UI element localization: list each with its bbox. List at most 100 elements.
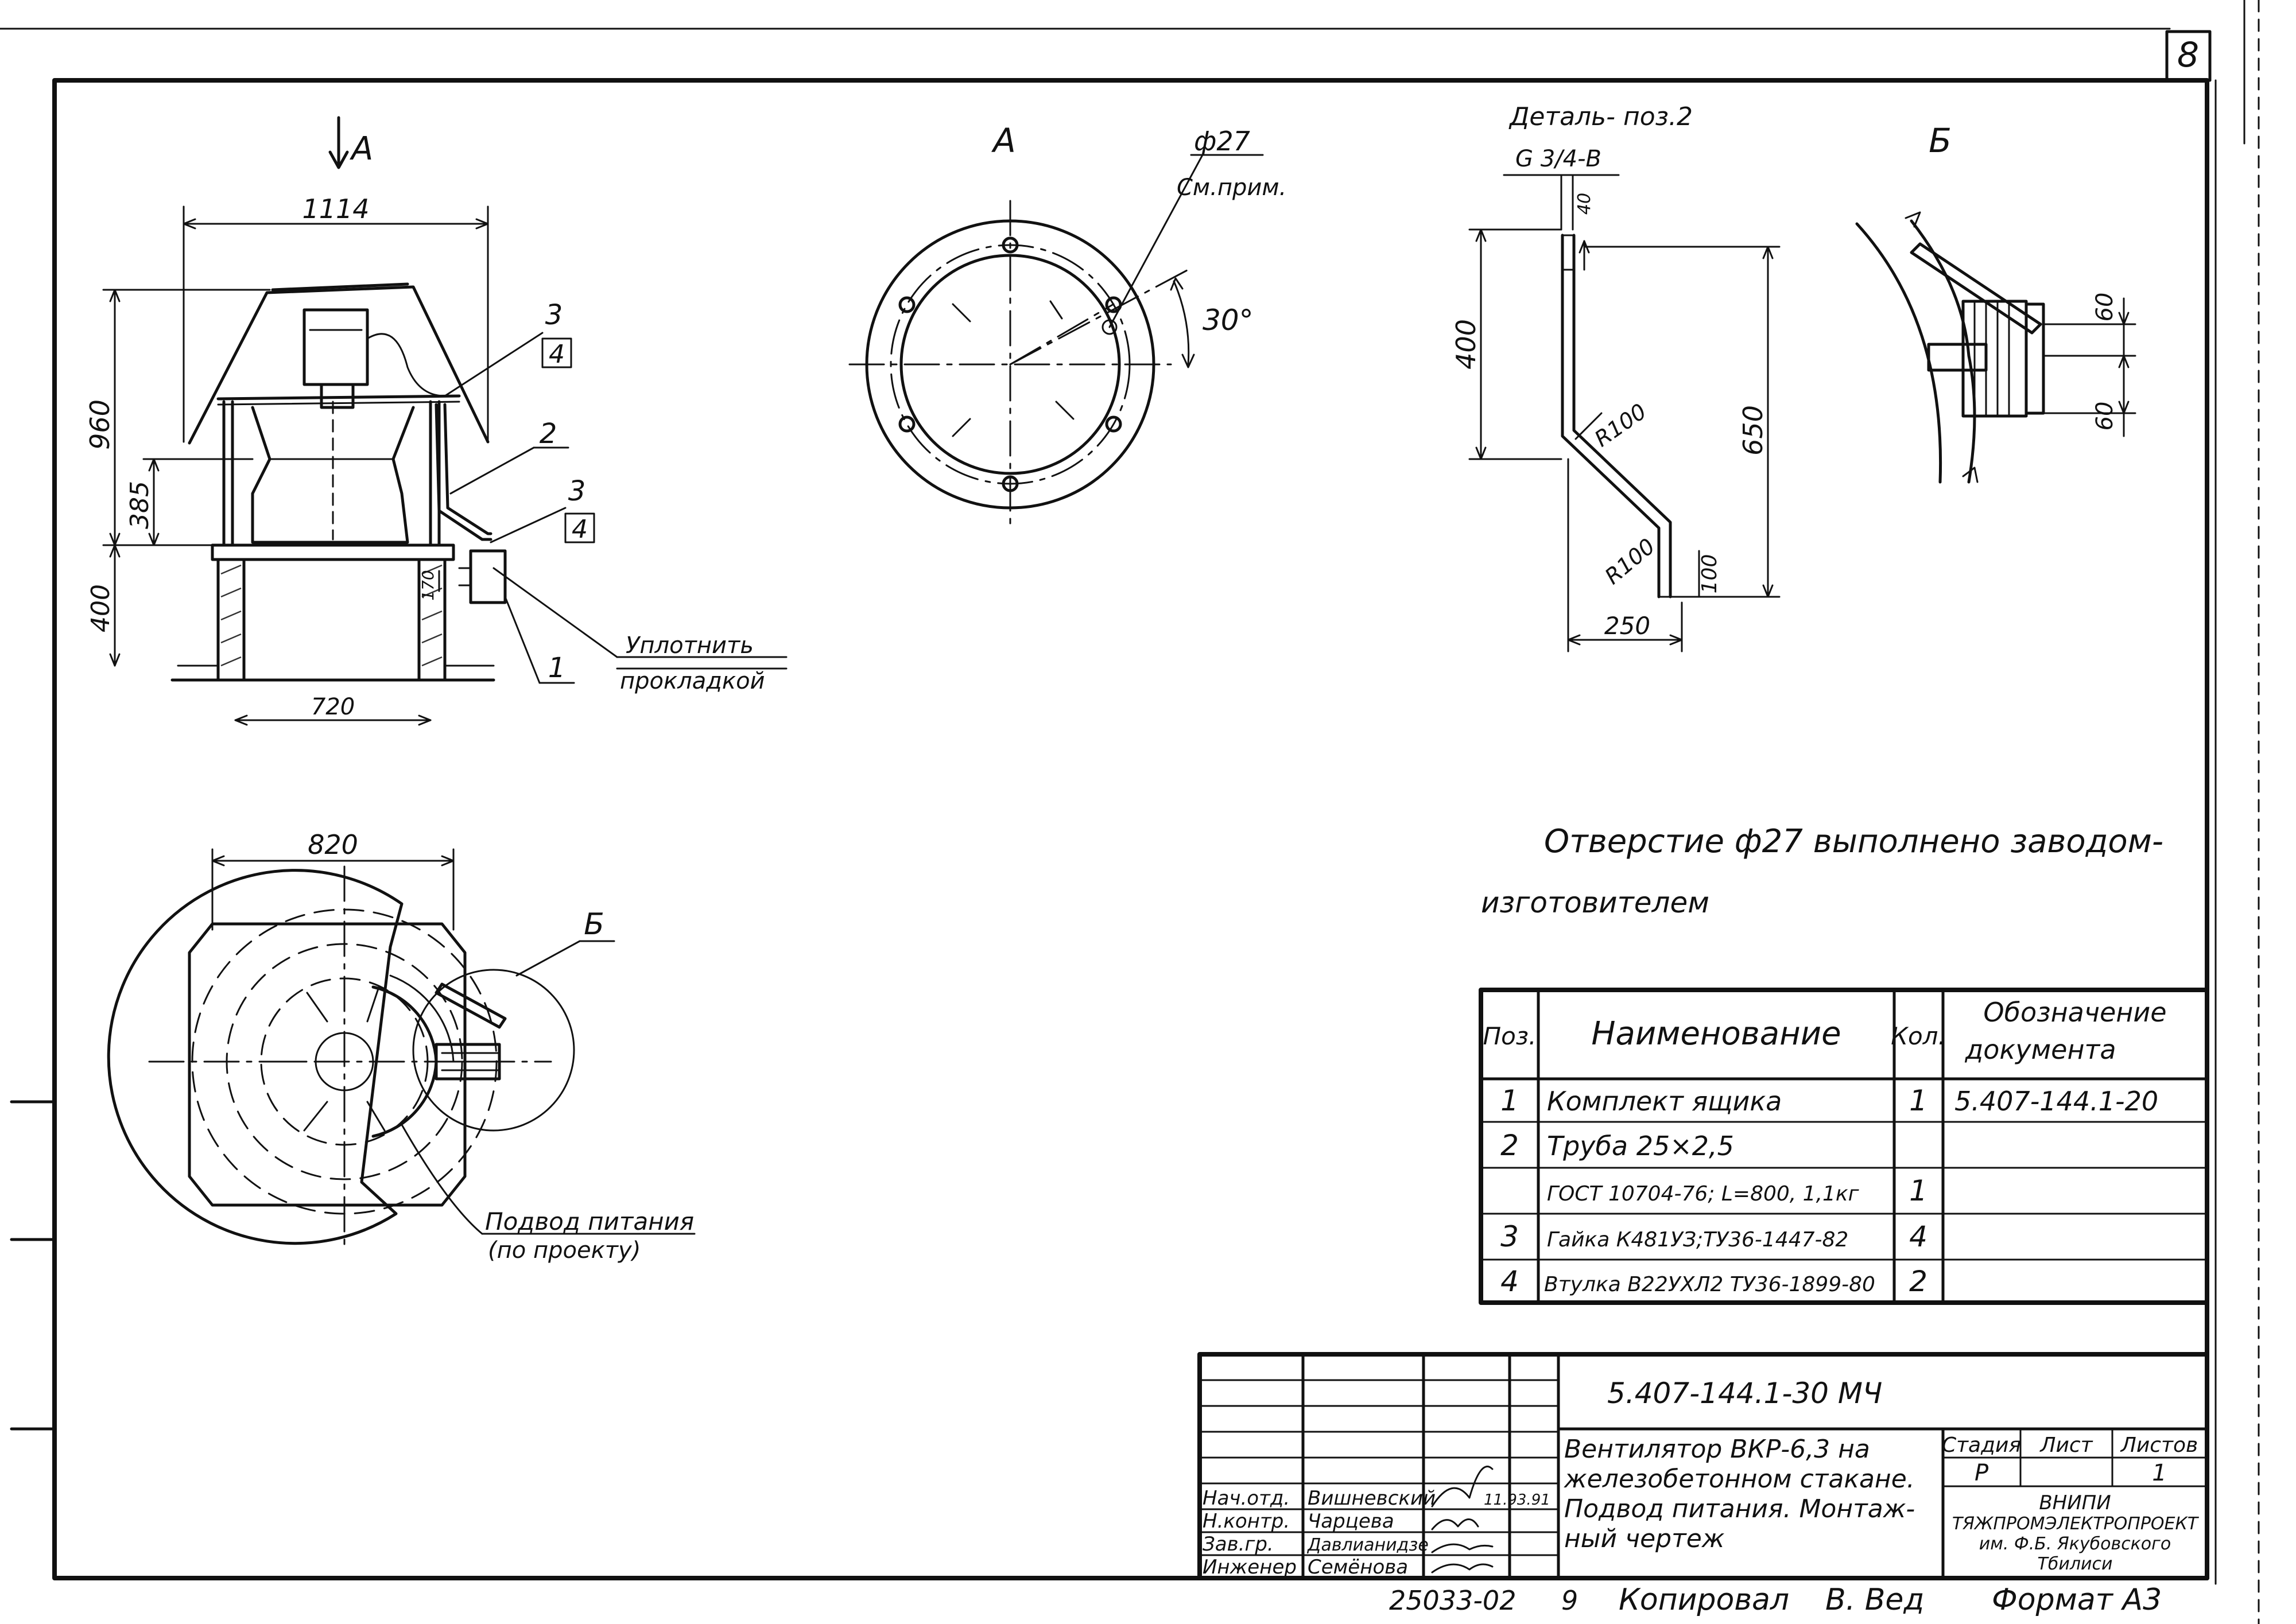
name-2: Давлианидзе — [1306, 1535, 1429, 1555]
flange-bolt-holes — [898, 236, 1122, 492]
view-arrow-label: А — [350, 130, 373, 168]
table-row: ГОСТ 10704-76; L=800, 1,1кг 1 — [1547, 1174, 1927, 1207]
doc-code: 5.407-144.1-30 МЧ — [1607, 1377, 1882, 1410]
fan-plan-view: 820 Б Подвод питания (по проекту) — [107, 829, 696, 1264]
th-qty: Кол. — [1891, 1022, 1946, 1050]
seal-note-line2: прокладкой — [620, 668, 765, 694]
svg-text:ГОСТ 10704-76; L=800, 1,1кг: ГОСТ 10704-76; L=800, 1,1кг — [1547, 1182, 1860, 1206]
dim-960: 960 — [84, 399, 115, 450]
radius-bottom: R100 — [1600, 534, 1660, 589]
sheets-header: Листов — [2120, 1433, 2198, 1457]
detail-pipe-pos2: Деталь- поз.2 G 3/4-В 40 400 650 R100 R1… — [1450, 102, 1781, 652]
th-doc2: документа — [1964, 1034, 2116, 1065]
note-line1: Отверстие ф27 выполнено заводом- — [1544, 823, 2163, 860]
power-note-line1: Подвод питания — [485, 1207, 694, 1236]
view-b-detail: Б 60 60 — [1855, 121, 2136, 484]
svg-text:Втулка В22УХЛ2 ТУ36-1899-80: Втулка В22УХЛ2 ТУ36-1899-80 — [1544, 1273, 1875, 1296]
dim-60-top: 60 — [2092, 293, 2118, 322]
sheets-value: 1 — [2152, 1460, 2166, 1486]
name-3: Семёнова — [1308, 1556, 1408, 1579]
table-row: 3 Гайка К481УЗ;ТУ36-1447-82 4 — [1500, 1220, 1927, 1253]
svg-text:4: 4 — [1909, 1220, 1927, 1253]
dim-650: 650 — [1737, 405, 1768, 456]
seal-note-line1: Уплотнить — [626, 632, 754, 659]
dim-385: 385 — [125, 481, 154, 529]
th-name: Наименование — [1591, 1015, 1841, 1052]
svg-text:1: 1 — [1909, 1084, 1927, 1117]
svg-text:1: 1 — [1500, 1084, 1519, 1117]
th-doc1: Обозначение — [1983, 997, 2166, 1028]
dim-400-detail: 400 — [1450, 319, 1481, 370]
radius-top: R100 — [1590, 399, 1651, 452]
title-line1: Вентилятор ВКР-6,3 на — [1564, 1435, 1870, 1464]
org-line1: ВНИПИ — [2039, 1491, 2111, 1514]
table-row: 2 Труба 25×2,5 — [1500, 1129, 1734, 1162]
callout-4a: 4 — [549, 340, 565, 369]
name-0: Вишневский — [1308, 1487, 1436, 1510]
org-line4: Тбилиси — [2038, 1554, 2113, 1574]
dim-40: 40 — [1574, 193, 1595, 215]
general-note: Отверстие ф27 выполнено заводом- изготов… — [1481, 823, 2163, 919]
view-b-title: Б — [1929, 121, 1952, 160]
sheet-header: Лист — [2039, 1433, 2093, 1457]
page-number: 8 — [2177, 35, 2199, 75]
role-group-head: Зав.гр. — [1203, 1533, 1274, 1556]
dim-170: 170 — [418, 570, 437, 600]
thread-label: G 3/4-В — [1515, 146, 1601, 172]
angle-label: 30° — [1203, 304, 1254, 337]
svg-text:5.407-144.1-20: 5.407-144.1-20 — [1954, 1086, 2158, 1117]
dim-400: 400 — [86, 584, 115, 632]
svg-text:2: 2 — [1500, 1129, 1519, 1162]
org-line2: ТЯЖПРОМЭЛЕКТРОПРОЕКТ — [1952, 1514, 2200, 1534]
dim-250: 250 — [1604, 612, 1650, 640]
title-line3: Подвод питания. Монтаж- — [1564, 1494, 1915, 1524]
power-note-line2: (по проекту) — [488, 1237, 641, 1264]
callout-b: Б — [584, 907, 604, 942]
role-engineer: Инженер — [1203, 1556, 1297, 1579]
spec-table: Поз. Наименование Кол. Обозначение докум… — [1479, 988, 2209, 1305]
callout-3a: 3 — [545, 299, 563, 331]
dim-100: 100 — [1698, 554, 1721, 594]
dim-820: 820 — [308, 829, 358, 860]
svg-text:3: 3 — [1500, 1220, 1519, 1253]
copier-name: В. Вед — [1825, 1583, 1924, 1617]
see-note: См.прим. — [1177, 174, 1286, 201]
callout-1: 1 — [548, 652, 566, 684]
svg-text:4: 4 — [1500, 1265, 1519, 1298]
dim-bottom: 720 — [311, 694, 355, 720]
svg-text:Гайка К481УЗ;ТУ36-1447-82: Гайка К481УЗ;ТУ36-1447-82 — [1547, 1228, 1848, 1252]
name-1: Чарцева — [1308, 1510, 1394, 1533]
table-row: 4 Втулка В22УХЛ2 ТУ36-1899-80 2 — [1500, 1265, 1927, 1298]
table-row: 1 Комплект ящика 1 5.407-144.1-20 — [1500, 1084, 2158, 1117]
hole-diameter: ф27 — [1194, 126, 1250, 157]
title-line2: железобетонном стакане. — [1564, 1464, 1915, 1494]
th-pos: Поз. — [1483, 1022, 1537, 1050]
view-a-flange: А 30° ф27 См.прим. — [848, 121, 1286, 529]
stage-value: Р — [1975, 1460, 1989, 1486]
detail-title: Деталь- поз.2 — [1508, 102, 1693, 131]
role-norm-control: Н.контр. — [1203, 1510, 1290, 1533]
callout-2: 2 — [540, 418, 557, 450]
copy-number: 25033-02 — [1389, 1585, 1516, 1616]
svg-text:1: 1 — [1909, 1174, 1927, 1207]
dim-top: 1114 — [302, 193, 369, 224]
svg-text:Труба 25×2,5: Труба 25×2,5 — [1547, 1130, 1734, 1161]
view-a-title: А — [991, 121, 1016, 160]
format-label: Формат А3 — [1992, 1583, 2162, 1617]
callout-3b: 3 — [568, 475, 586, 507]
dim-60-bottom: 60 — [2092, 402, 2118, 431]
title-block: 5.407-144.1-30 МЧ Нач.отд. Н.контр. Зав.… — [1197, 1352, 2209, 1580]
callout-4b: 4 — [572, 515, 588, 544]
org-line3: им. Ф.Б. Якубовского — [1979, 1534, 2171, 1554]
sign-date: 11.93.91 — [1484, 1491, 1550, 1509]
svg-text:Комплект ящика: Комплект ящика — [1547, 1086, 1782, 1117]
fan-side-view: А 1114 — [84, 116, 788, 726]
role-head-dept: Нач.отд. — [1203, 1487, 1290, 1510]
note-line2: изготовителем — [1481, 886, 1709, 919]
copied-by: Копировал — [1619, 1583, 1789, 1617]
sheet-footer: 25033-02 9 Копировал В. Вед Формат А3 — [1389, 1583, 2162, 1617]
signatures — [1431, 1466, 1494, 1574]
title-line4: ный чертеж — [1564, 1524, 1725, 1553]
